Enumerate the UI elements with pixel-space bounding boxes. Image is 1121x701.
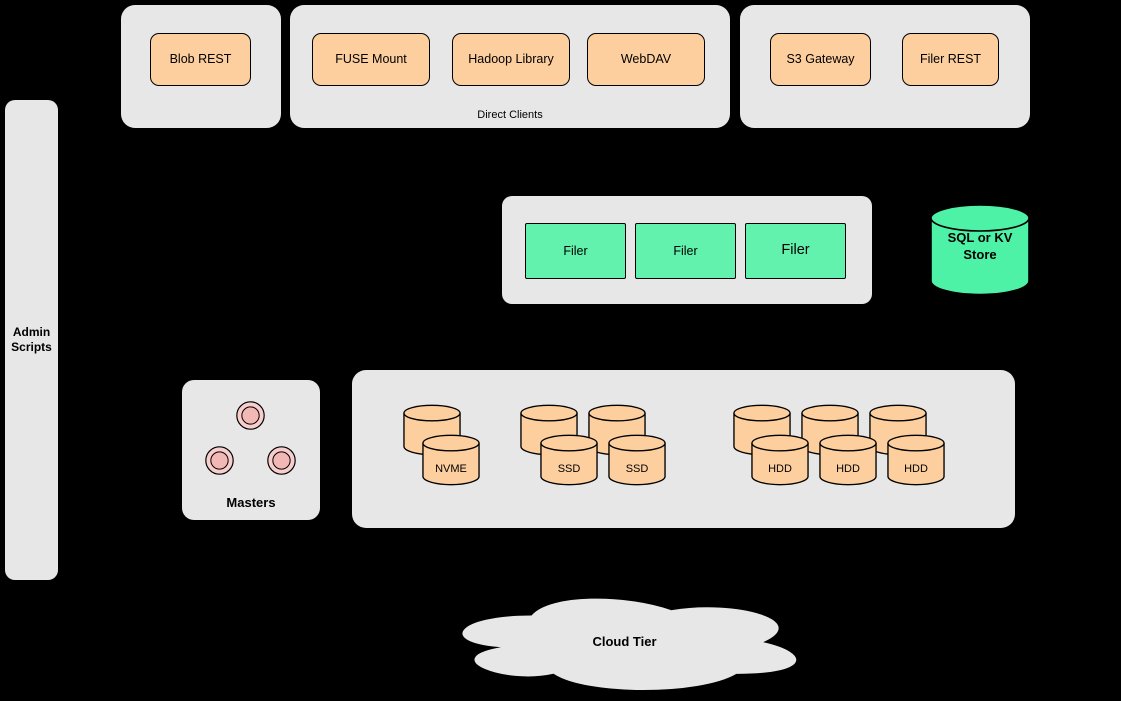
hdd-disk-cylinder: HDD	[887, 433, 945, 487]
filer-label: Filer	[563, 243, 588, 258]
hadoop-library-label: Hadoop Library	[468, 52, 554, 66]
s3-gateway-node: S3 Gateway	[770, 33, 871, 86]
filer-node: Filer	[635, 223, 736, 279]
database-cylinder-icon	[930, 204, 1030, 296]
client-group-blob: Blob REST	[121, 5, 281, 128]
sql-kv-store-label: SQL or KV Store	[947, 230, 1013, 262]
client-group-direct: FUSE Mount Hadoop Library WebDAV Direct …	[290, 5, 730, 128]
blob-rest-node: Blob REST	[150, 33, 251, 86]
hdd-label: HDD	[904, 463, 928, 475]
masters-label: Masters	[226, 495, 276, 510]
master-node-icon	[266, 445, 297, 481]
filer-rest-label: Filer REST	[919, 52, 982, 66]
admin-scripts-label: Admin Scripts	[11, 325, 52, 354]
volume-servers-group: NVME SSD SSD	[352, 370, 1015, 528]
ssd-disk-cylinder: SSD	[608, 433, 666, 487]
hdd-disk-cylinder: HDD	[819, 433, 877, 487]
hdd-label: HDD	[768, 463, 792, 475]
blob-rest-label: Blob REST	[169, 52, 232, 66]
hadoop-library-node: Hadoop Library	[452, 33, 570, 86]
admin-scripts-panel: Admin Scripts	[5, 100, 58, 580]
masters-group: Masters	[182, 380, 320, 520]
hdd-label: HDD	[836, 463, 860, 475]
direct-clients-group-label: Direct Clients	[477, 109, 543, 121]
s3-gateway-label: S3 Gateway	[786, 52, 855, 66]
fuse-mount-node: FUSE Mount	[312, 33, 430, 86]
sql-kv-store-cylinder: SQL or KV Store	[930, 204, 1030, 296]
client-group-gateway: S3 Gateway Filer REST	[740, 5, 1030, 128]
cloud-tier: Cloud Tier	[437, 588, 812, 696]
filer-node: Filer	[745, 223, 846, 279]
webdav-node: WebDAV	[587, 33, 705, 86]
filer-group: Filer Filer Filer	[502, 196, 872, 304]
ssd-disk-cylinder: SSD	[540, 433, 598, 487]
cloud-tier-label: Cloud Tier	[592, 634, 657, 649]
fuse-mount-label: FUSE Mount	[335, 52, 407, 66]
filer-node: Filer	[525, 223, 626, 279]
filer-rest-node: Filer REST	[902, 33, 999, 86]
webdav-label: WebDAV	[620, 52, 672, 66]
filer-label: Filer	[673, 243, 698, 258]
master-node-icon	[235, 400, 266, 436]
ssd-label: SSD	[557, 463, 581, 475]
cloud-icon	[460, 597, 799, 692]
filer-label: Filer	[781, 242, 810, 259]
nvme-disk-cylinder: NVME	[422, 433, 480, 487]
ssd-label: SSD	[625, 463, 649, 475]
master-node-icon	[204, 445, 235, 481]
nvme-label: NVME	[435, 463, 467, 475]
hdd-disk-cylinder: HDD	[751, 433, 809, 487]
